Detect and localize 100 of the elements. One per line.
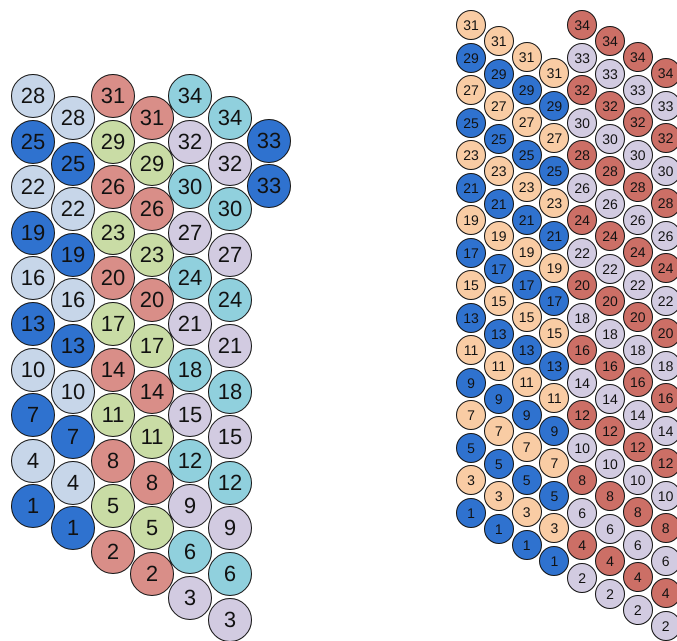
number-circle: 11 (484, 351, 514, 381)
number-circle: 20 (650, 318, 677, 348)
number-circle: 31 (484, 26, 514, 56)
number-circle: 31 (91, 74, 135, 118)
number-circle: 29 (456, 42, 486, 72)
number-circle: 29 (484, 58, 514, 88)
number-circle: 3 (512, 497, 542, 527)
number-circle: 8 (595, 481, 625, 511)
number-circle: 25 (484, 124, 514, 154)
number-circle: 22 (11, 165, 55, 210)
number-circle: 5 (539, 480, 570, 510)
number-circle: 14 (595, 384, 625, 414)
number-circle: 14 (650, 416, 677, 446)
number-circle: 21 (539, 220, 570, 250)
number-circle: 21 (512, 204, 542, 234)
number-circle: 4 (650, 578, 677, 608)
number-circle: 17 (512, 270, 542, 300)
number-circle: 5 (91, 484, 135, 528)
number-circle: 26 (650, 220, 677, 250)
number-circle: 20 (567, 270, 598, 300)
number-circle: 11 (456, 335, 486, 365)
number-circle: 24 (208, 278, 252, 322)
number-circle: 17 (130, 324, 174, 368)
number-circle: 11 (130, 415, 174, 460)
number-circle: 13 (484, 318, 514, 348)
number-circle: 20 (622, 302, 653, 332)
number-circle: 21 (208, 324, 252, 368)
number-circle: 6 (650, 546, 677, 576)
number-circle: 5 (456, 432, 486, 462)
number-circle: 29 (130, 142, 174, 186)
number-circle: 33 (622, 74, 653, 104)
number-circle: 12 (168, 438, 212, 483)
number-circle: 8 (622, 497, 653, 527)
number-circle: 34 (622, 42, 653, 72)
number-circle: 13 (11, 302, 55, 346)
number-circle: 24 (567, 205, 598, 235)
number-circle: 23 (456, 140, 486, 170)
number-circle: 15 (208, 415, 252, 460)
number-circle: 20 (91, 256, 135, 300)
number-circle: 18 (208, 370, 252, 414)
number-circle: 10 (567, 432, 598, 462)
number-circle: 28 (11, 74, 55, 118)
number-circle: 17 (539, 286, 570, 316)
number-circle: 30 (208, 187, 252, 232)
number-circle: 26 (130, 187, 174, 232)
number-circle: 24 (595, 221, 625, 251)
number-circle: 19 (51, 232, 95, 277)
number-circle: 27 (456, 75, 486, 105)
number-circle: 5 (484, 448, 514, 478)
number-circle: 34 (208, 96, 252, 140)
number-circle: 32 (168, 120, 212, 164)
number-circle: 21 (484, 188, 514, 218)
number-circle: 11 (539, 383, 570, 413)
number-circle: 31 (539, 58, 570, 88)
number-circle: 22 (567, 238, 598, 268)
number-circle: 31 (456, 10, 486, 40)
number-circle: 30 (168, 165, 212, 210)
number-circle: 34 (595, 26, 625, 56)
number-circle: 21 (168, 302, 212, 346)
number-circle: 11 (512, 367, 542, 397)
number-circle: 1 (11, 484, 55, 528)
number-circle: 5 (512, 464, 542, 494)
number-circle: 33 (247, 164, 291, 208)
number-circle: 16 (622, 367, 653, 397)
number-circle: 2 (622, 594, 653, 624)
number-circle: 25 (456, 108, 486, 138)
number-circle: 5 (130, 506, 174, 550)
number-circle: 12 (208, 460, 252, 505)
number-circle: 22 (650, 286, 677, 316)
number-circle: 9 (208, 506, 252, 550)
number-circle: 12 (650, 448, 677, 478)
number-circle: 33 (567, 42, 598, 72)
number-circle: 10 (11, 348, 55, 392)
number-circle: 29 (512, 74, 542, 104)
number-circle: 13 (539, 350, 570, 380)
number-circle: 3 (168, 576, 212, 620)
number-circle: 29 (91, 120, 135, 164)
number-circle: 23 (539, 188, 570, 218)
number-circle: 2 (130, 552, 174, 596)
number-circle: 26 (595, 188, 625, 218)
number-circle: 27 (484, 91, 514, 121)
number-circle: 7 (51, 415, 95, 460)
number-circle: 13 (51, 324, 95, 368)
number-circle: 10 (595, 448, 625, 478)
number-circle: 19 (484, 221, 514, 251)
number-circle: 1 (539, 546, 570, 576)
number-circle: 28 (650, 188, 677, 218)
number-circle: 10 (622, 464, 653, 494)
number-circle: 17 (91, 302, 135, 346)
number-circle: 32 (208, 142, 252, 186)
number-circle: 16 (11, 256, 55, 300)
number-circle: 12 (595, 416, 625, 446)
number-circle: 9 (512, 400, 542, 430)
number-circle: 20 (595, 286, 625, 316)
number-circle: 14 (130, 370, 174, 414)
number-circle: 16 (595, 351, 625, 381)
number-circle: 24 (650, 253, 677, 283)
number-circle: 7 (539, 448, 570, 478)
number-circle: 27 (168, 210, 212, 255)
number-circle: 33 (247, 119, 291, 163)
